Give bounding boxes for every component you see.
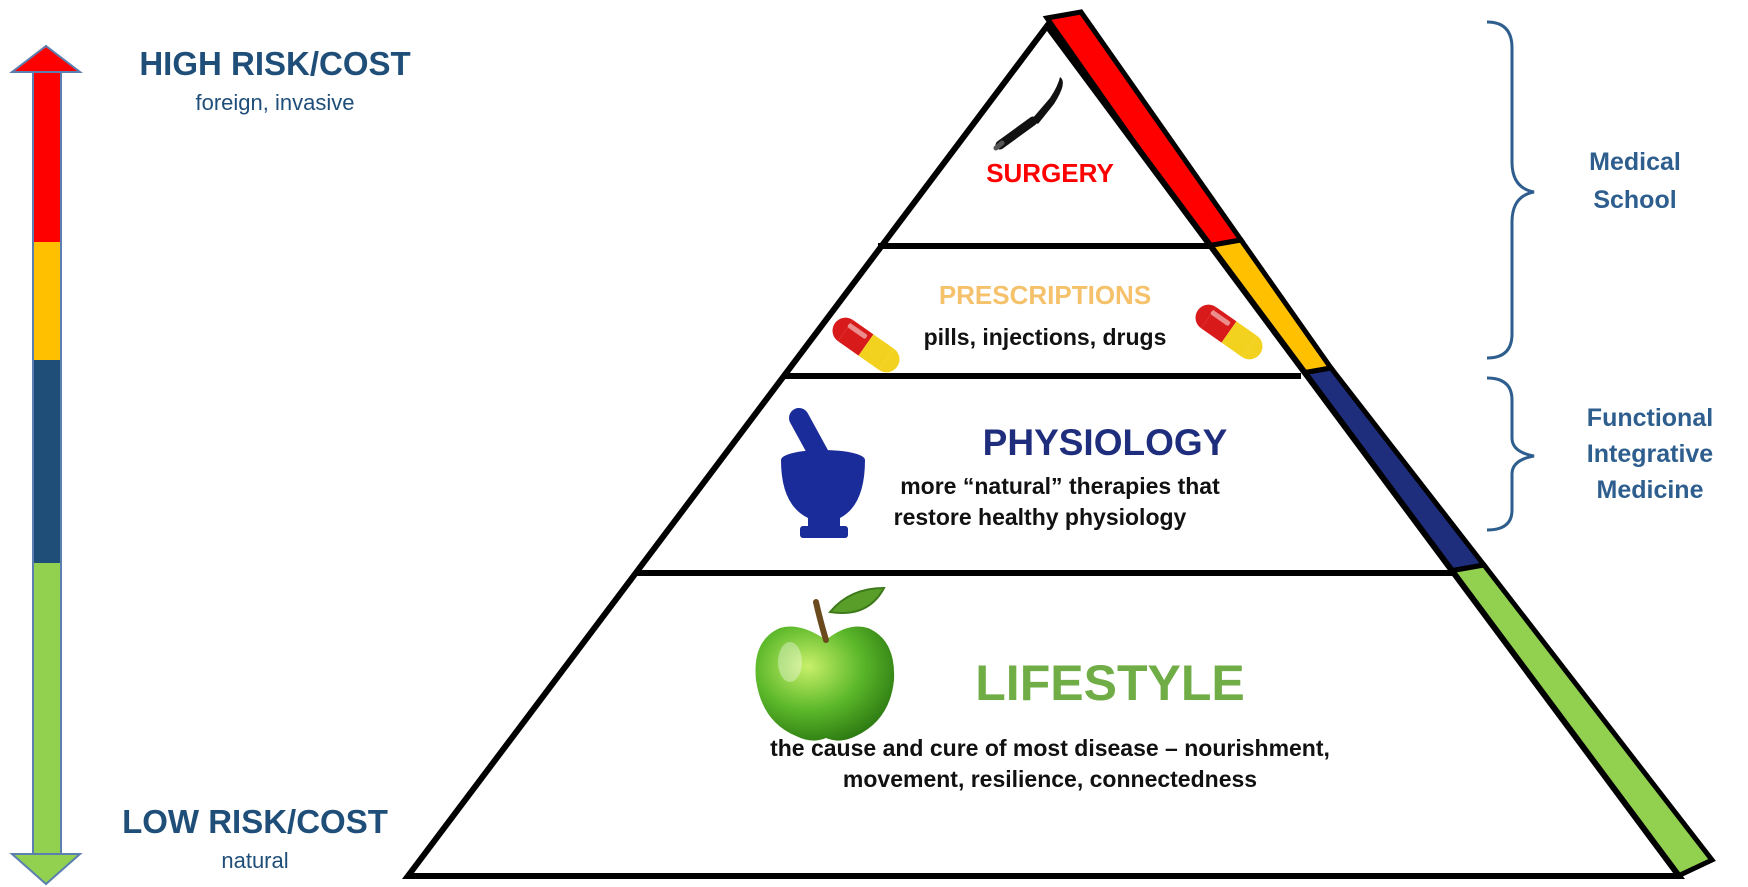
functional-medicine-label: Functional Integrative Medicine	[1570, 400, 1730, 508]
green-apple-icon	[755, 586, 895, 741]
tier-surgery-title: SURGERY	[986, 158, 1114, 188]
risk-segment-blue	[33, 360, 61, 563]
scalpel-icon	[993, 77, 1063, 151]
functional-line1: Functional	[1586, 404, 1714, 432]
brace-medical-school	[1486, 20, 1535, 360]
functional-line2: Integrative	[1586, 440, 1714, 468]
low-risk-title: LOW RISK/COST	[122, 803, 388, 840]
risk-segment-green	[33, 563, 61, 854]
pyramid	[401, 20, 1685, 879]
pyramid-color-band	[1042, 9, 1716, 880]
tier-lifestyle-desc-line2: movement, resilience, connectedness	[842, 766, 1258, 792]
high-risk-title: HIGH RISK/COST	[139, 45, 411, 82]
pyramid-outline	[401, 20, 1685, 879]
tier-lifestyle-title: LIFESTYLE	[975, 655, 1245, 711]
pill-capsule-icon-left	[832, 317, 900, 373]
medical-school-label: Medical School	[1560, 143, 1710, 219]
brace-functional-medicine	[1486, 376, 1535, 532]
risk-arrow-head-down	[9, 853, 83, 886]
tier-lifestyle-desc-line1: the cause and cure of most disease – nou…	[770, 735, 1330, 761]
mortar-pestle-icon	[781, 408, 865, 538]
tier-prescriptions-desc: pills, injections, drugs	[923, 324, 1167, 350]
risk-arrow-head-up	[9, 44, 83, 73]
risk-arrow	[9, 44, 83, 886]
risk-segment-red	[33, 72, 61, 242]
tier-physiology-desc-line2: restore healthy physiology	[893, 504, 1187, 530]
tier-prescriptions-title: PRESCRIPTIONS	[938, 280, 1152, 310]
low-risk-subtitle: natural	[221, 848, 289, 873]
functional-line3: Medicine	[1596, 476, 1704, 504]
tier-physiology-desc-line1: more “natural” therapies that	[900, 473, 1220, 499]
pill-capsule-icon-right	[1195, 304, 1263, 360]
medical-school-line1: Medical	[1589, 148, 1681, 176]
risk-segment-orange	[33, 242, 61, 360]
tier-physiology-title: PHYSIOLOGY	[982, 422, 1228, 463]
medical-school-line2: School	[1593, 186, 1677, 214]
high-risk-subtitle: foreign, invasive	[195, 90, 355, 115]
